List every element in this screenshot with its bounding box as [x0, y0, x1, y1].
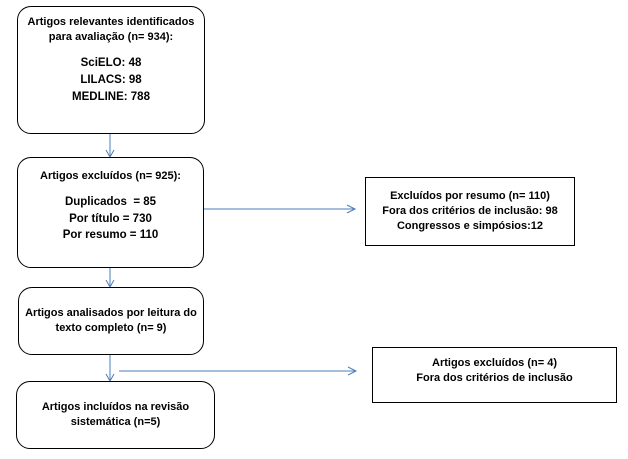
excluded-title: Artigos excluídos (n= 925):: [40, 170, 181, 182]
count-duplicates: Duplicados = 85: [64, 196, 157, 208]
count-by-abstract: Por resumo = 110: [62, 229, 159, 241]
included-articles-box: Artigos incluídos na revisão sistemática…: [16, 381, 215, 449]
arrow-excluded-to-abstract-box: [204, 204, 357, 214]
full-text-exclusion-line2: Fora dos critérios de inclusão: [416, 372, 573, 384]
count-by-title: Por título = 730: [69, 212, 152, 225]
arrow-fulltext-to-exclusion-box: [119, 366, 358, 376]
count-scielo: SciELO: 48: [80, 57, 142, 69]
identified-title-line2: para avaliação (n= 934):: [48, 31, 174, 43]
abstract-exclusion-line2: Fora dos critérios de inclusão: 98: [382, 205, 558, 217]
count-medline: MEDLINE: 788: [72, 91, 150, 103]
included-line2: sistemática (n=5): [70, 416, 161, 428]
excluded-articles-box: Artigos excluídos (n= 925): Duplicados =…: [17, 157, 204, 268]
full-text-line2: texto completo (n= 9): [55, 322, 167, 334]
abstract-exclusion-line3: Congressos e simpósios:12: [396, 220, 544, 232]
identified-title-line1: Artigos relevantes identificados: [27, 16, 195, 28]
identified-articles-box: Artigos relevantes identificados para av…: [17, 6, 205, 134]
arrow-fulltext-to-included: [105, 355, 115, 383]
excluded-full-text-box: Artigos excluídos (n= 4) Fora dos critér…: [372, 347, 617, 403]
arrow-excluded-to-fulltext: [105, 268, 115, 289]
arrow-identified-to-excluded: [105, 134, 115, 159]
abstract-exclusion-line1: Excluídos por resumo (n= 110): [390, 190, 550, 202]
included-line1: Artigos incluídos na revisão: [41, 401, 190, 413]
count-lilacs: LILACS: 98: [80, 74, 142, 86]
full-text-line1: Artigos analisados por leitura do: [25, 307, 197, 319]
full-text-review-box: Artigos analisados por leitura do texto …: [18, 287, 204, 355]
full-text-exclusion-line1: Artigos excluídos (n= 4): [432, 357, 557, 369]
excluded-by-abstract-box: Excluídos por resumo (n= 110) Fora dos c…: [365, 177, 575, 246]
